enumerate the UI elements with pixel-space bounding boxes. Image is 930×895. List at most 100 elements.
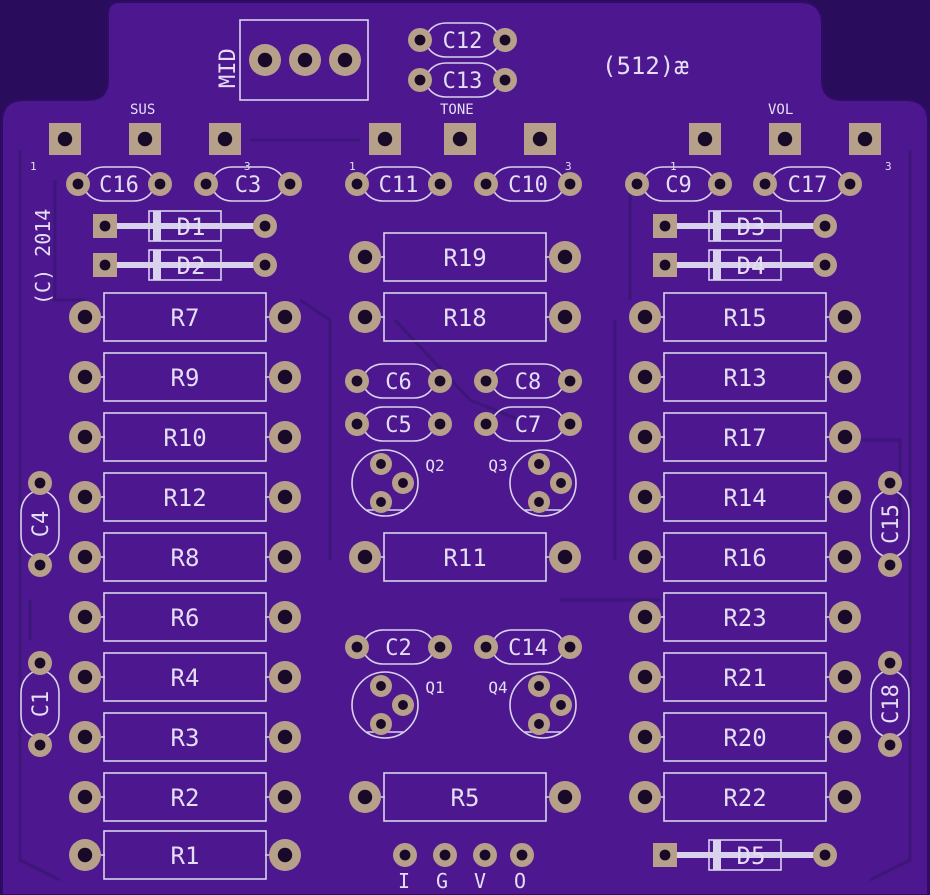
drill-hole [277,847,293,863]
resistor-body [103,532,267,582]
capacitor-label: C18 [879,684,904,724]
resistor-body [103,592,267,642]
drill-hole [819,220,831,232]
drill-hole [557,549,573,565]
drill-hole [637,729,653,745]
capacitor-label: C17 [788,173,828,198]
drill-hole [564,178,576,190]
drill-hole [819,849,831,861]
diode-cathode-band [153,211,161,241]
resistor-label: R15 [723,304,766,332]
drill-hole [837,369,853,385]
drill-hole [480,178,492,190]
drill-hole [277,609,293,625]
drill-hole [200,178,212,190]
io-label: I [398,869,410,893]
diode-label: D2 [177,252,206,280]
drill-hole [884,559,896,571]
capacitor-label: C4 [29,511,54,538]
drill-hole [434,418,446,430]
drill-hole [77,429,93,445]
capacitor-label: C16 [99,173,139,198]
resistor-body [663,532,827,582]
drill-hole [217,131,233,147]
drill-hole [414,74,426,86]
drill-hole [697,131,713,147]
diode-label: D1 [177,213,206,241]
resistor-body [103,712,267,762]
resistor-body [103,472,267,522]
drill-hole [357,549,373,565]
diode-body [708,210,782,242]
drill-hole [77,309,93,325]
resistor-body [383,532,547,582]
drill-hole [277,729,293,745]
drill-hole [77,609,93,625]
capacitor-label: C12 [443,29,483,54]
diode-body [708,839,782,871]
pot-mid-label: MID [216,48,241,88]
capacitor-label: C1 [29,691,54,718]
diode-body [708,249,782,281]
drill-hole [357,249,373,265]
resistor-body [103,652,267,702]
resistor-label: R9 [171,364,200,392]
capacitor-label: C15 [879,504,904,544]
drill-hole [884,477,896,489]
resistor-body [663,352,827,402]
drill-hole [884,739,896,751]
drill-hole [77,729,93,745]
resistor-label: R18 [443,304,486,332]
capacitor-label: C8 [515,370,542,395]
drill-hole [376,719,386,729]
drill-hole [884,657,896,669]
drill-hole [534,459,544,469]
resistor-label: R8 [171,544,200,572]
resistor-label: R16 [723,544,766,572]
resistor-body [663,292,827,342]
drill-hole [259,220,271,232]
drill-hole [837,789,853,805]
capacitor-label: C6 [385,370,412,395]
resistor-label: R21 [723,664,766,692]
resistor-label: R6 [171,604,200,632]
drill-hole [844,178,856,190]
resistor-label: R12 [163,484,206,512]
pot-vol-label: VOL [768,102,793,118]
drill-hole [434,641,446,653]
drill-hole [277,369,293,385]
drill-hole [777,131,793,147]
drill-hole [376,459,386,469]
resistor-body [663,652,827,702]
drill-hole [77,549,93,565]
resistor-label: R14 [723,484,766,512]
drill-hole [259,259,271,271]
resistor-body [103,292,267,342]
resistor-body [663,712,827,762]
resistor-label: R20 [723,724,766,752]
drill-hole [77,847,93,863]
resistor-label: R10 [163,424,206,452]
diode-body [148,249,222,281]
drill-hole [297,52,313,68]
capacitor-label: C10 [508,173,548,198]
board-mark: (512)æ [602,52,689,80]
transistor-label: Q4 [488,678,507,697]
resistor-label: R4 [171,664,200,692]
drill-hole [154,178,166,190]
drill-hole [99,259,111,271]
drill-hole [564,418,576,430]
trace-layer [18,138,912,882]
drill-hole [837,549,853,565]
drill-hole [480,641,492,653]
resistor-label: R2 [171,784,200,812]
drill-hole [434,178,446,190]
resistor-label: R7 [171,304,200,332]
drill-hole [34,477,46,489]
drill-hole [34,657,46,669]
drill-hole [819,259,831,271]
drill-hole [637,609,653,625]
drill-hole [72,178,84,190]
drill-hole [637,429,653,445]
drill-hole [637,309,653,325]
